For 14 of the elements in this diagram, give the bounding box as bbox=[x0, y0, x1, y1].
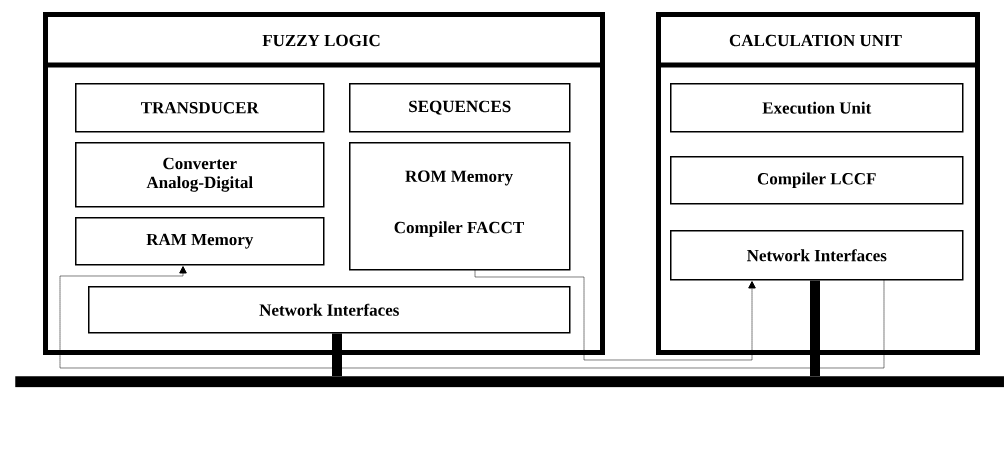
module-box: Execution Unit bbox=[670, 83, 964, 133]
module-box: Compiler LCCF bbox=[670, 156, 964, 205]
bus-bar bbox=[15, 376, 1004, 388]
module-box: TRANSDUCER bbox=[75, 83, 325, 133]
module-box: RAM Memory bbox=[75, 217, 325, 266]
module-box: ROM Memory Compiler FACCT bbox=[349, 142, 571, 271]
module-box: Network Interfaces bbox=[670, 230, 964, 281]
module-box: Network Interfaces bbox=[88, 286, 571, 334]
bus-connector bbox=[810, 280, 820, 376]
arrow bbox=[59, 266, 885, 369]
bus-connector bbox=[332, 333, 342, 376]
module-box: Converter Analog-Digital bbox=[75, 142, 325, 208]
arrow bbox=[474, 270, 756, 361]
module-box: SEQUENCES bbox=[349, 83, 571, 133]
